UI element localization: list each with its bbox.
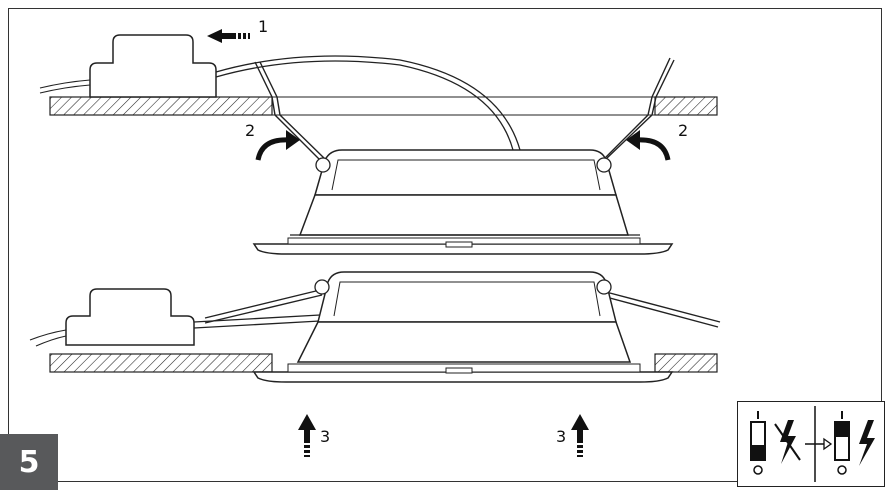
lightning-icon <box>859 420 875 466</box>
top-curved-arrow-right <box>626 130 671 161</box>
top-luminaire <box>252 149 674 255</box>
power-on-icon <box>834 411 850 475</box>
bottom-spring-left <box>204 289 323 324</box>
bottom-spring-right <box>605 291 721 328</box>
bottom-ceiling <box>49 353 718 373</box>
transition-arrow-icon <box>805 437 833 451</box>
no-power-icon <box>774 420 801 464</box>
bottom-arrow-left <box>298 414 316 457</box>
top-curved-arrow-left <box>255 130 300 161</box>
bottom-luminaire <box>252 271 674 383</box>
bottom-arrow-right <box>571 414 589 457</box>
power-legend <box>737 401 885 487</box>
power-off-icon <box>750 411 766 475</box>
step-number-badge: 5 <box>0 434 58 490</box>
top-arrow-1 <box>207 29 250 43</box>
bottom-driver-box <box>29 288 195 347</box>
top-ceiling <box>49 96 718 116</box>
top-driver-box <box>39 34 217 98</box>
callout-label-2-right: 2 <box>678 121 689 140</box>
top-cable <box>215 55 521 151</box>
callout-label-3-right: 3 <box>556 427 567 446</box>
power-legend-graphic <box>750 406 875 482</box>
top-spring-right <box>602 57 675 161</box>
callout-label-1: 1 <box>258 17 269 36</box>
top-spring-left <box>254 61 325 161</box>
callout-label-2-left: 2 <box>245 121 256 140</box>
callout-label-3-left: 3 <box>320 427 331 446</box>
